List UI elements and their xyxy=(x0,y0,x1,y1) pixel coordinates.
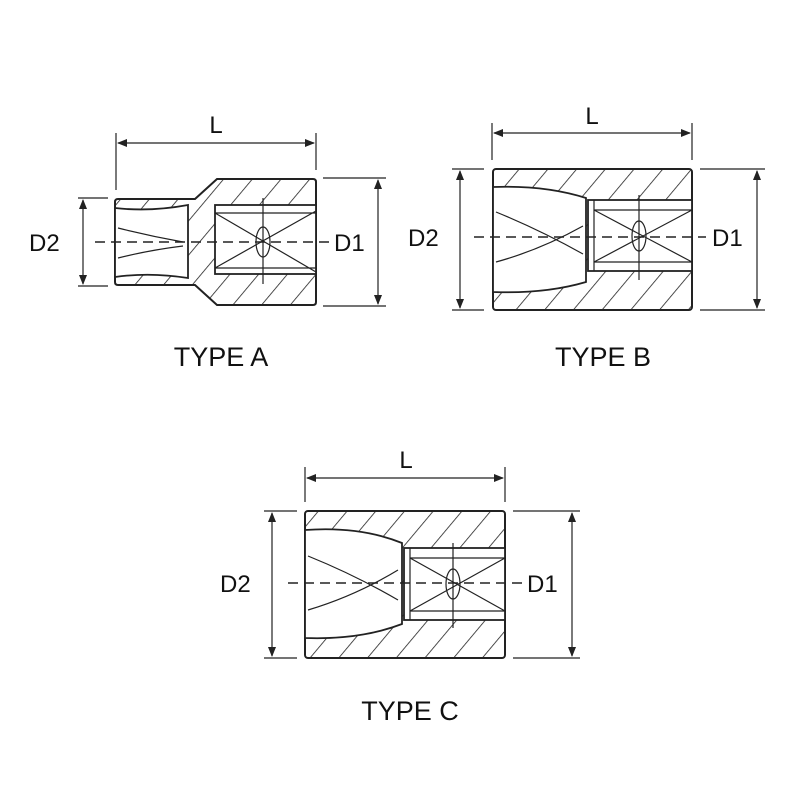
d1-label: D1 xyxy=(712,225,743,252)
length-label: L xyxy=(209,112,222,139)
hex-bore xyxy=(587,199,693,272)
d2-label: D2 xyxy=(408,225,439,252)
type-c-diagram: L D2 D1 TYPE C xyxy=(220,447,580,726)
flute-lines xyxy=(495,211,584,263)
d1-label: D1 xyxy=(527,571,558,598)
type-c-title: TYPE C xyxy=(361,696,459,726)
square-drive-bore xyxy=(304,528,403,640)
d2-label: D2 xyxy=(220,571,251,598)
hex-bore-lines xyxy=(593,200,693,271)
d1-label: D1 xyxy=(334,230,365,257)
flute-lines xyxy=(307,555,399,611)
square-drive-bore xyxy=(492,185,587,294)
type-b-title: TYPE B xyxy=(555,342,651,372)
hex-bore-lines xyxy=(214,210,317,273)
length-label: L xyxy=(399,447,412,474)
length-label: L xyxy=(585,103,598,130)
hex-bore xyxy=(403,547,506,621)
flute-lines xyxy=(117,227,184,259)
type-a-title: TYPE A xyxy=(174,342,269,372)
type-b-diagram: L D2 D1 TYPE B xyxy=(408,103,765,372)
type-a-diagram: L D2 D1 TYPE A xyxy=(29,112,386,372)
d2-label: D2 xyxy=(29,230,60,257)
hex-bore-lines xyxy=(409,548,506,620)
